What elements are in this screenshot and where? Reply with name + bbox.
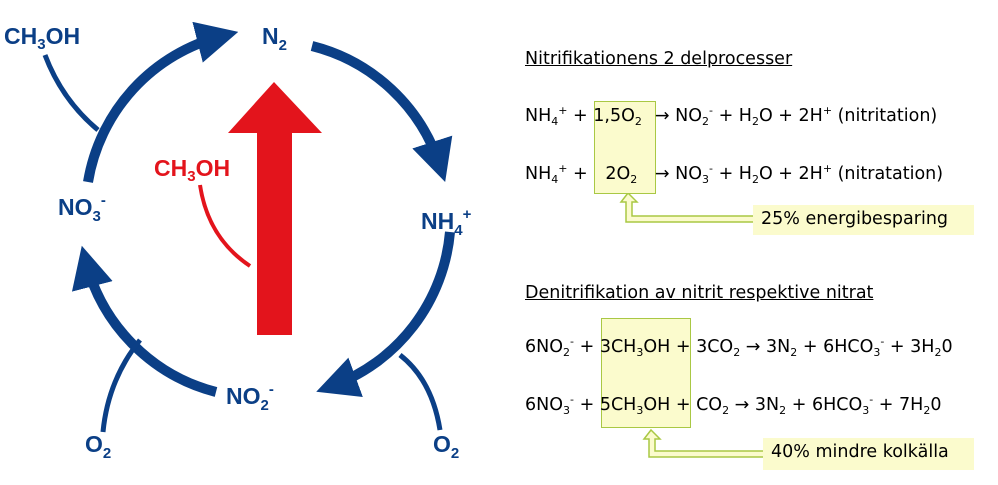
no3-label: NO3- bbox=[58, 192, 106, 225]
denitrification-callout-connector bbox=[642, 428, 767, 458]
arc-nh4-to-no2 bbox=[316, 231, 455, 398]
red-feed-line bbox=[198, 184, 252, 268]
o2-right-label: O2 bbox=[433, 431, 459, 462]
nitrite-denitrification-equation: 6NO2- + 3CH3OH + 3CO2 → 3N2 + 6HCO3- + 3… bbox=[525, 335, 953, 359]
energy-saving-callout: 25% energibesparing bbox=[753, 205, 974, 235]
red-up-arrow bbox=[228, 82, 322, 335]
arc-no2-to-no3 bbox=[71, 245, 218, 397]
arc-n2-to-nh4 bbox=[310, 41, 453, 182]
ch3oh-feed-line bbox=[42, 54, 100, 132]
nitrification-callout-connector bbox=[619, 191, 757, 223]
nh4-label: NH4+ bbox=[421, 206, 472, 239]
denitrification-highlight-box bbox=[601, 318, 691, 428]
ch3oh-red-label: CH3OH bbox=[154, 155, 230, 185]
feed-lines bbox=[42, 54, 443, 433]
nitritation-equation: NH4+ + 1,5O2 → NO2- + H2O + 2H+ (nitrita… bbox=[525, 104, 938, 128]
o2-left-feed-line bbox=[100, 338, 142, 433]
nitrate-denitrification-equation: 6NO3- + 5CH3OH + CO2 → 3N2 + 6HCO3- + 7H… bbox=[525, 393, 942, 417]
nitrification-highlight-box bbox=[594, 101, 656, 194]
denitrification-heading: Denitrifikation av nitrit respektive nit… bbox=[525, 283, 874, 303]
nitratation-equation: NH4+ + 2O2 → NO3- + H2O + 2H+ (nitratati… bbox=[525, 162, 944, 186]
less-carbon-source-callout: 40% mindre kolkälla bbox=[763, 438, 974, 470]
no2-label: NO2- bbox=[226, 381, 274, 414]
o2-right-feed-line bbox=[398, 353, 443, 431]
nitrification-heading: Nitrifikationens 2 delprocesser bbox=[525, 49, 793, 69]
arc-no3-to-n2 bbox=[83, 21, 239, 183]
o2-left-label: O2 bbox=[85, 431, 111, 462]
ch3oh-top-label: CH3OH bbox=[4, 23, 80, 53]
n2-label: N2 bbox=[262, 23, 287, 54]
